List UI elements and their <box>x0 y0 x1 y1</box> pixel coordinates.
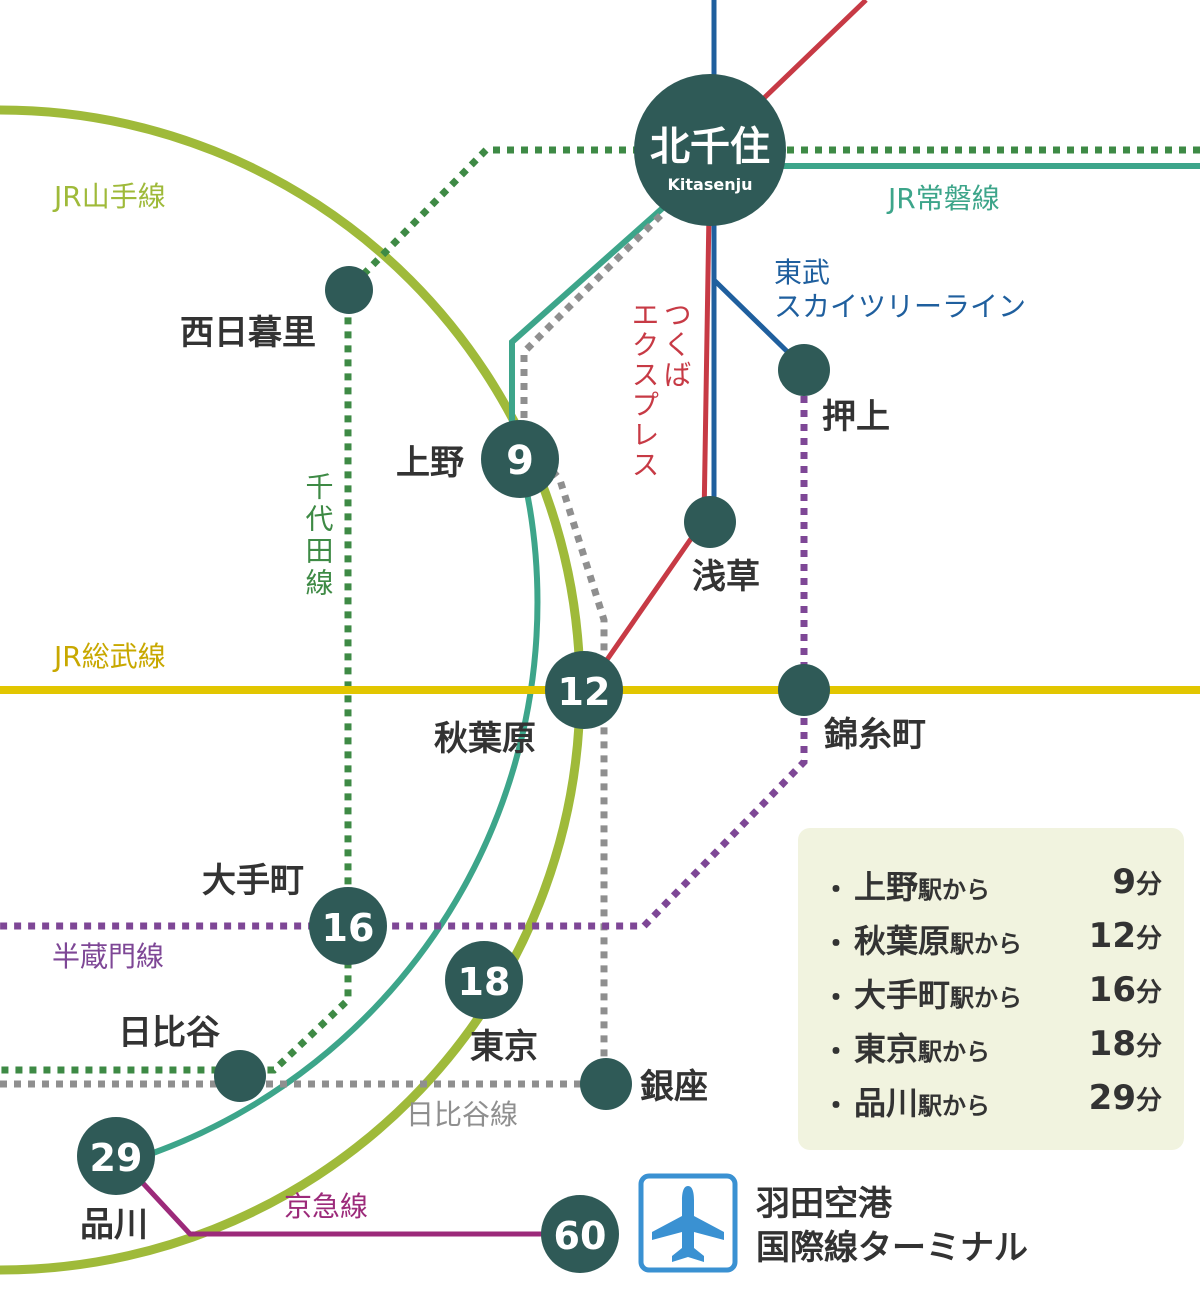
oshiage-station[interactable] <box>778 344 830 396</box>
info-suffix: 駅から <box>918 1038 991 1066</box>
nishinippori-label: 西日暮里 <box>180 313 316 353</box>
sobu-label: JR総武線 <box>52 640 166 673</box>
ueno-minutes: 9 <box>506 438 534 484</box>
terminal-line-1: 羽田空港 <box>756 1184 892 1224</box>
info-suffix: 駅から <box>950 984 1023 1012</box>
oshiage-label: 押上 <box>822 397 890 437</box>
info-unit: 分 <box>1135 1086 1162 1116</box>
info-station: 東京 <box>854 1030 919 1068</box>
ueno-station[interactable] <box>481 420 559 498</box>
otemachi-label: 大手町 <box>202 861 304 901</box>
asakusa-label: 浅草 <box>692 557 760 597</box>
info-unit: 分 <box>1135 870 1162 900</box>
joban-line <box>119 163 1200 1167</box>
tsukuba-line <box>583 0 868 692</box>
tsukuba-label-2: エクスプレス <box>628 300 661 480</box>
info-unit: 分 <box>1135 924 1162 954</box>
otemachi-minutes: 16 <box>322 906 375 950</box>
terminal-line-2: 国際線ターミナル <box>756 1228 1028 1268</box>
bullet: ・ <box>822 1035 851 1068</box>
haneda-station[interactable] <box>541 1195 619 1273</box>
info-row-tokyo: ・ 東京駅から 18分 <box>822 1024 1162 1076</box>
info-row-ueno: ・ 上野駅から 9分 <box>822 862 1162 914</box>
info-unit: 分 <box>1135 1032 1162 1062</box>
airplane-icon <box>638 1173 738 1273</box>
travel-time-panel: ・ 上野駅から 9分 ・ 秋葉原駅から 12分 ・ 大手町駅から 16分 ・ 東… <box>798 828 1184 1150</box>
info-suffix: 駅から <box>918 1092 991 1120</box>
info-suffix: 駅から <box>918 876 991 904</box>
info-station: 上野 <box>854 868 919 906</box>
ueno-label: 上野 <box>396 443 464 483</box>
tokyo-minutes: 18 <box>458 960 511 1004</box>
asakusa-station[interactable] <box>684 496 736 548</box>
kinshicho-station[interactable] <box>778 664 830 716</box>
tsukuba-label-1: つくば <box>660 300 693 390</box>
shinagawa-station[interactable] <box>77 1117 155 1195</box>
bullet: ・ <box>822 1089 851 1122</box>
chiyoda-label: 千代田線 <box>302 472 335 600</box>
kitasenju-romaji: Kitasenju <box>668 175 753 194</box>
hibiya-line <box>0 163 713 1088</box>
bullet: ・ <box>822 981 851 1014</box>
ginza-label: 銀座 <box>640 1067 708 1107</box>
info-row-otemachi: ・ 大手町駅から 16分 <box>822 970 1162 1022</box>
hibiya-station[interactable] <box>214 1050 266 1102</box>
kitasenju-name: 北千住 <box>650 124 770 170</box>
bullet: ・ <box>822 927 851 960</box>
info-row-shinagawa: ・ 品川駅から 29分 <box>822 1078 1162 1130</box>
info-suffix: 駅から <box>950 930 1023 958</box>
tobu-label-1: 東武 <box>774 256 830 289</box>
otemachi-station[interactable] <box>309 887 387 965</box>
keikyu-label: 京急線 <box>284 1190 368 1223</box>
info-station: 品川 <box>854 1084 919 1122</box>
info-station: 大手町 <box>854 976 951 1014</box>
info-station: 秋葉原 <box>854 922 951 960</box>
info-unit: 分 <box>1135 978 1162 1008</box>
nishinippori-station[interactable] <box>325 266 373 314</box>
shinagawa-minutes: 29 <box>90 1136 143 1180</box>
bullet: ・ <box>822 873 851 906</box>
hibiya-line-label: 日比谷線 <box>406 1098 518 1131</box>
tokyo-station[interactable] <box>445 941 523 1019</box>
info-time: 9 <box>1112 862 1136 902</box>
info-time: 29 <box>1088 1078 1136 1118</box>
haneda-terminal-label: 羽田空港 国際線ターミナル <box>756 1182 1086 1270</box>
yamanote-label: JR山手線 <box>52 180 166 213</box>
haneda-minutes: 60 <box>554 1214 607 1258</box>
info-row-akihabara: ・ 秋葉原駅から 12分 <box>822 916 1162 968</box>
akihabara-label: 秋葉原 <box>434 719 536 759</box>
info-time: 12 <box>1088 916 1136 956</box>
joban-label: JR常磐線 <box>886 182 1000 215</box>
info-time: 16 <box>1088 970 1136 1010</box>
hanzomon-line <box>0 396 808 930</box>
hanzomon-label: 半蔵門線 <box>52 940 164 973</box>
akihabara-station[interactable] <box>545 651 623 729</box>
hibiya-label: 日比谷 <box>118 1013 220 1053</box>
ginza-station[interactable] <box>580 1058 632 1110</box>
info-time: 18 <box>1088 1024 1136 1064</box>
akihabara-minutes: 12 <box>558 670 611 714</box>
tobu-label-2: スカイツリーライン <box>774 290 1026 323</box>
shinagawa-label: 品川 <box>80 1205 148 1245</box>
kinshicho-label: 錦糸町 <box>824 715 926 755</box>
tokyo-label: 東京 <box>470 1027 538 1067</box>
keikyu-line <box>138 1178 580 1237</box>
kitasenju-station[interactable] <box>634 74 786 226</box>
